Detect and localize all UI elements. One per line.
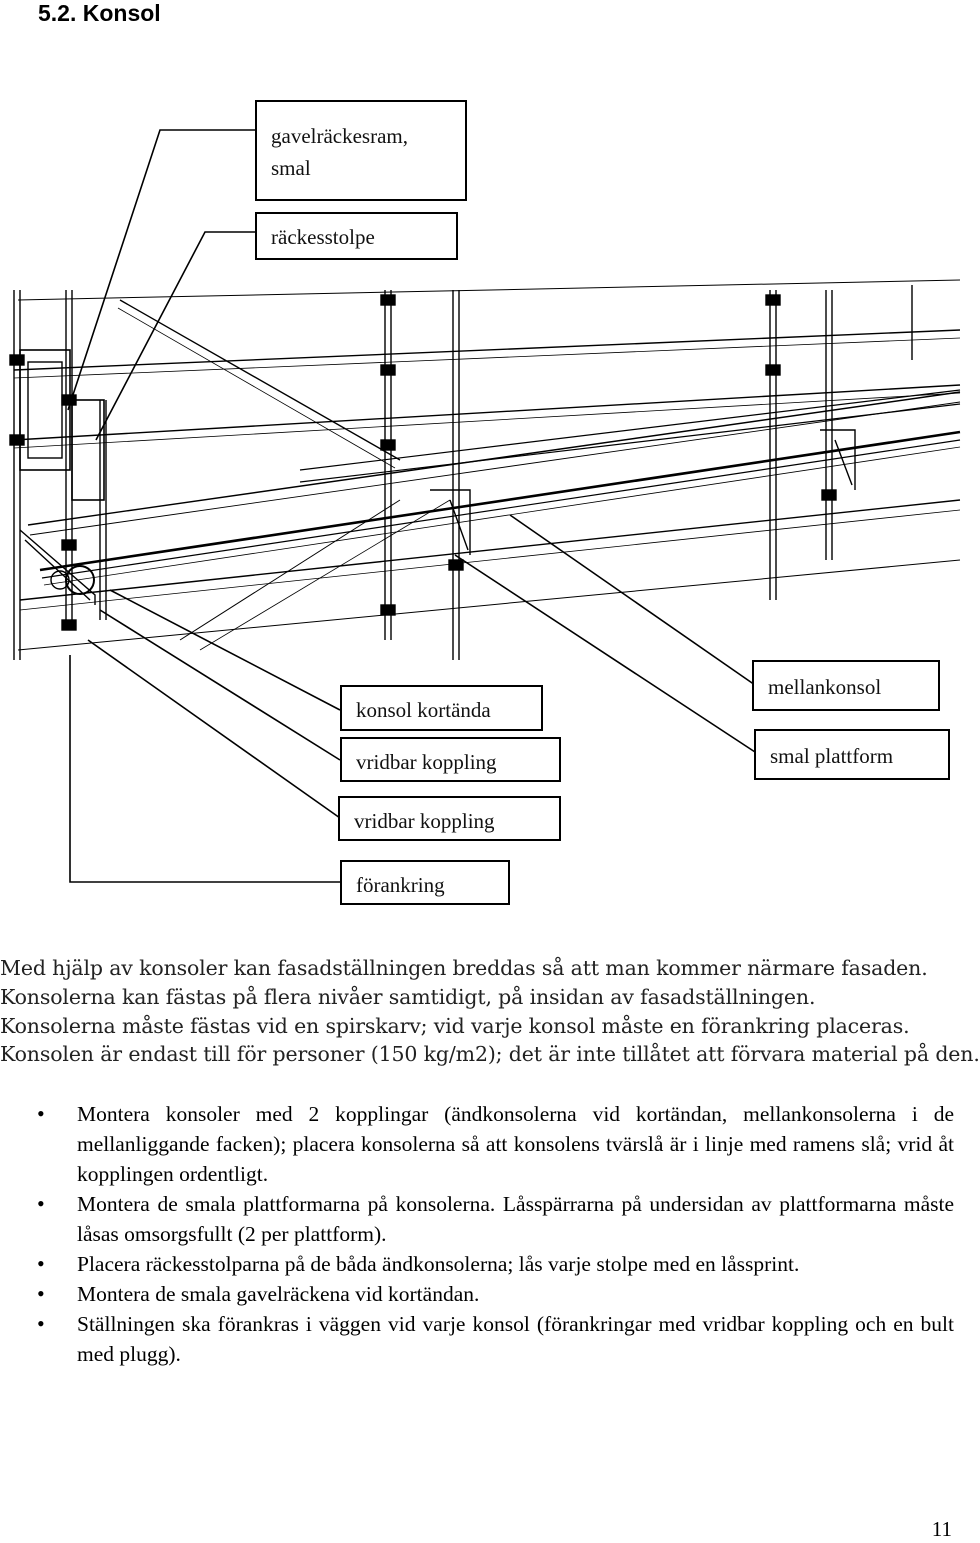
intro-paragraph: Med hjälp av konsoler kan fasadställning… [0,954,980,1069]
section-heading: 5.2. Konsol [38,0,161,26]
instruction-item: Montera de smala plattformarna på konsol… [0,1189,960,1249]
label-vridbar-koppling-2: vridbar koppling [338,796,561,841]
instruction-list: Montera konsoler med 2 kopplingar (ändko… [0,1099,960,1369]
label-mellankonsol: mellankonsol [752,660,940,711]
intro-line: Konsolen är endast till för personer (15… [0,1042,980,1067]
label-forankring: förankring [340,860,510,905]
intro-line: Med hjälp av konsoler kan fasadställning… [0,956,928,980]
label-konsol-kortanda: konsol kortända [340,685,543,731]
intro-line: Konsolerna kan fästas på flera nivåer sa… [0,984,816,1009]
instruction-item: Placera räckesstolparna på de båda ändko… [0,1249,960,1279]
label-gavelrackesram: gavelräckesram, smal [255,100,467,201]
label-rackesstolpe: räckesstolpe [255,212,458,260]
scaffold-console-drawing [9,129,961,883]
label-vridbar-koppling-1: vridbar koppling [340,737,561,782]
instruction-item: Montera de smala gavelräckena vid kortän… [0,1279,960,1309]
intro-line: Konsolerna måste fästas vid en spirskarv… [0,1013,910,1038]
instruction-item: Montera konsoler med 2 kopplingar (ändko… [0,1099,960,1189]
page-number: 11 [931,1517,952,1541]
instruction-item: Ställningen ska förankras i väggen vid v… [0,1309,960,1369]
label-smal-plattform: smal plattform [754,729,950,780]
